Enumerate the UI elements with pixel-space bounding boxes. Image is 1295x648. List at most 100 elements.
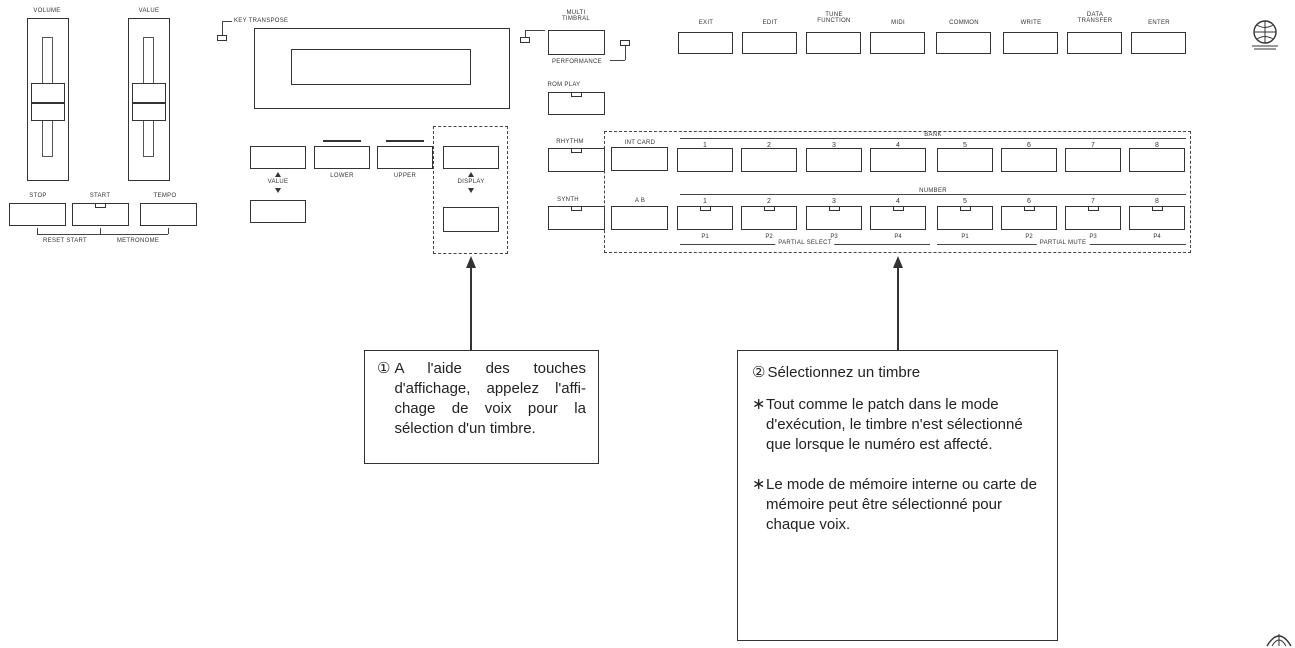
number-7-label: 7 <box>1091 198 1095 205</box>
lower-button[interactable] <box>314 146 370 169</box>
bank-1-label: 1 <box>703 142 707 149</box>
upper-button[interactable] <box>377 146 433 169</box>
exit-button[interactable] <box>678 32 733 54</box>
number-3-button[interactable] <box>806 206 862 230</box>
number-6-button[interactable] <box>1001 206 1057 230</box>
write-button[interactable] <box>1003 32 1058 54</box>
multi-timbral-button[interactable] <box>548 30 605 55</box>
callout1-arrow-line <box>470 266 472 350</box>
data-transfer-button[interactable] <box>1067 32 1122 54</box>
rhythm-button[interactable] <box>548 148 605 172</box>
start-led <box>95 203 106 208</box>
volume-fader[interactable] <box>27 18 69 181</box>
bank-7-button[interactable] <box>1065 148 1121 172</box>
reset-start-label: RESET START <box>43 238 87 244</box>
value-down-button[interactable] <box>250 200 306 223</box>
exit-label: EXIT <box>698 20 714 26</box>
bank-2-button[interactable] <box>741 148 797 172</box>
midi-label: MIDI <box>891 20 905 26</box>
bank-3-label: 3 <box>832 142 836 149</box>
bank-7-label: 7 <box>1091 142 1095 149</box>
rom-play-label: ROM PLAY <box>547 82 581 88</box>
stop-button[interactable] <box>9 203 66 226</box>
number-line <box>680 194 1186 195</box>
value-knob[interactable] <box>132 83 166 121</box>
number-5-label: 5 <box>963 198 967 205</box>
bank-4-button[interactable] <box>870 148 926 172</box>
callout2-marker: ② <box>752 364 766 381</box>
display-up-button[interactable] <box>443 146 499 169</box>
key-transpose-label: KEY TRANSPOSE <box>234 18 289 24</box>
bank-6-label: 6 <box>1027 142 1031 149</box>
reset-start-bracket <box>37 234 100 235</box>
upper-marker <box>386 140 424 142</box>
partial-mute-p3-label: P3 <box>1089 234 1097 240</box>
volume-knob[interactable] <box>31 83 65 121</box>
multi-timbral-leader <box>525 30 545 31</box>
int-card-button[interactable] <box>611 147 668 171</box>
synth-button[interactable] <box>548 206 605 230</box>
callout-2: ② Sélectionnez un timbre ∗ Tout comme le… <box>737 350 1058 641</box>
metronome-bracket <box>100 234 168 235</box>
key-transpose-leader-v <box>222 21 223 35</box>
rom-play-button[interactable] <box>548 92 605 115</box>
number-label: NUMBER <box>915 188 951 194</box>
common-button[interactable] <box>936 32 991 54</box>
rhythm-label: RHYTHM <box>556 139 584 145</box>
tempo-button[interactable] <box>140 203 197 226</box>
callout1-marker: ① <box>377 360 391 377</box>
midi-button[interactable] <box>870 32 925 54</box>
reset-start-tick-left <box>37 228 38 234</box>
volume-label: VOLUME <box>33 8 61 14</box>
key-transpose-led <box>217 35 227 41</box>
start-label: START <box>89 193 111 199</box>
number-8-label: 8 <box>1155 198 1159 205</box>
callout1-arrow-head <box>466 256 476 268</box>
number-4-button[interactable] <box>870 206 926 230</box>
lcd-screen <box>291 49 471 85</box>
upper-label: UPPER <box>393 173 417 179</box>
write-label: WRITE <box>1020 20 1042 26</box>
number-2-button[interactable] <box>741 206 797 230</box>
synth-led <box>571 206 582 211</box>
tune-function-button[interactable] <box>806 32 861 54</box>
bank-4-label: 4 <box>896 142 900 149</box>
callout2-title: Sélectionnez un timbre <box>767 364 921 381</box>
partial-select-p4-label: P4 <box>894 234 902 240</box>
bank-8-button[interactable] <box>1129 148 1185 172</box>
bank-6-button[interactable] <box>1001 148 1057 172</box>
bank-line <box>680 138 1186 139</box>
bank-3-button[interactable] <box>806 148 862 172</box>
value-up-button[interactable] <box>250 146 306 169</box>
number-1-button[interactable] <box>677 206 733 230</box>
number-7-button[interactable] <box>1065 206 1121 230</box>
enter-button[interactable] <box>1131 32 1186 54</box>
number-3-led <box>829 206 840 211</box>
performance-leader-h <box>610 60 625 61</box>
number-5-button[interactable] <box>937 206 993 230</box>
synth-label: SYNTH <box>557 197 579 203</box>
bank-label: BANK <box>920 132 946 138</box>
ab-button[interactable] <box>611 206 668 230</box>
int-card-label: INT CARD <box>624 140 656 146</box>
stop-label: STOP <box>29 193 47 199</box>
edit-label: EDIT <box>762 20 778 26</box>
bank-2-label: 2 <box>767 142 771 149</box>
start-button[interactable] <box>72 203 129 226</box>
callout1-text: A l'aide des touches d'affichage, appele… <box>394 360 586 437</box>
partial-mute-p1-label: P1 <box>961 234 969 240</box>
number-8-led <box>1152 206 1163 211</box>
number-2-label: 2 <box>767 198 771 205</box>
display-down-button[interactable] <box>443 207 499 232</box>
key-transpose-leader-h <box>222 21 232 22</box>
number-6-led <box>1024 206 1035 211</box>
number-6-label: 6 <box>1027 198 1031 205</box>
edit-button[interactable] <box>742 32 797 54</box>
callout2-bullet1: Tout comme le patch dans le mode d'exécu… <box>766 396 1023 453</box>
bank-5-button[interactable] <box>937 148 993 172</box>
bank-1-button[interactable] <box>677 148 733 172</box>
number-8-button[interactable] <box>1129 206 1185 230</box>
value-fader[interactable] <box>128 18 170 181</box>
display-up-arrow-icon <box>468 172 474 177</box>
number-2-led <box>764 206 775 211</box>
